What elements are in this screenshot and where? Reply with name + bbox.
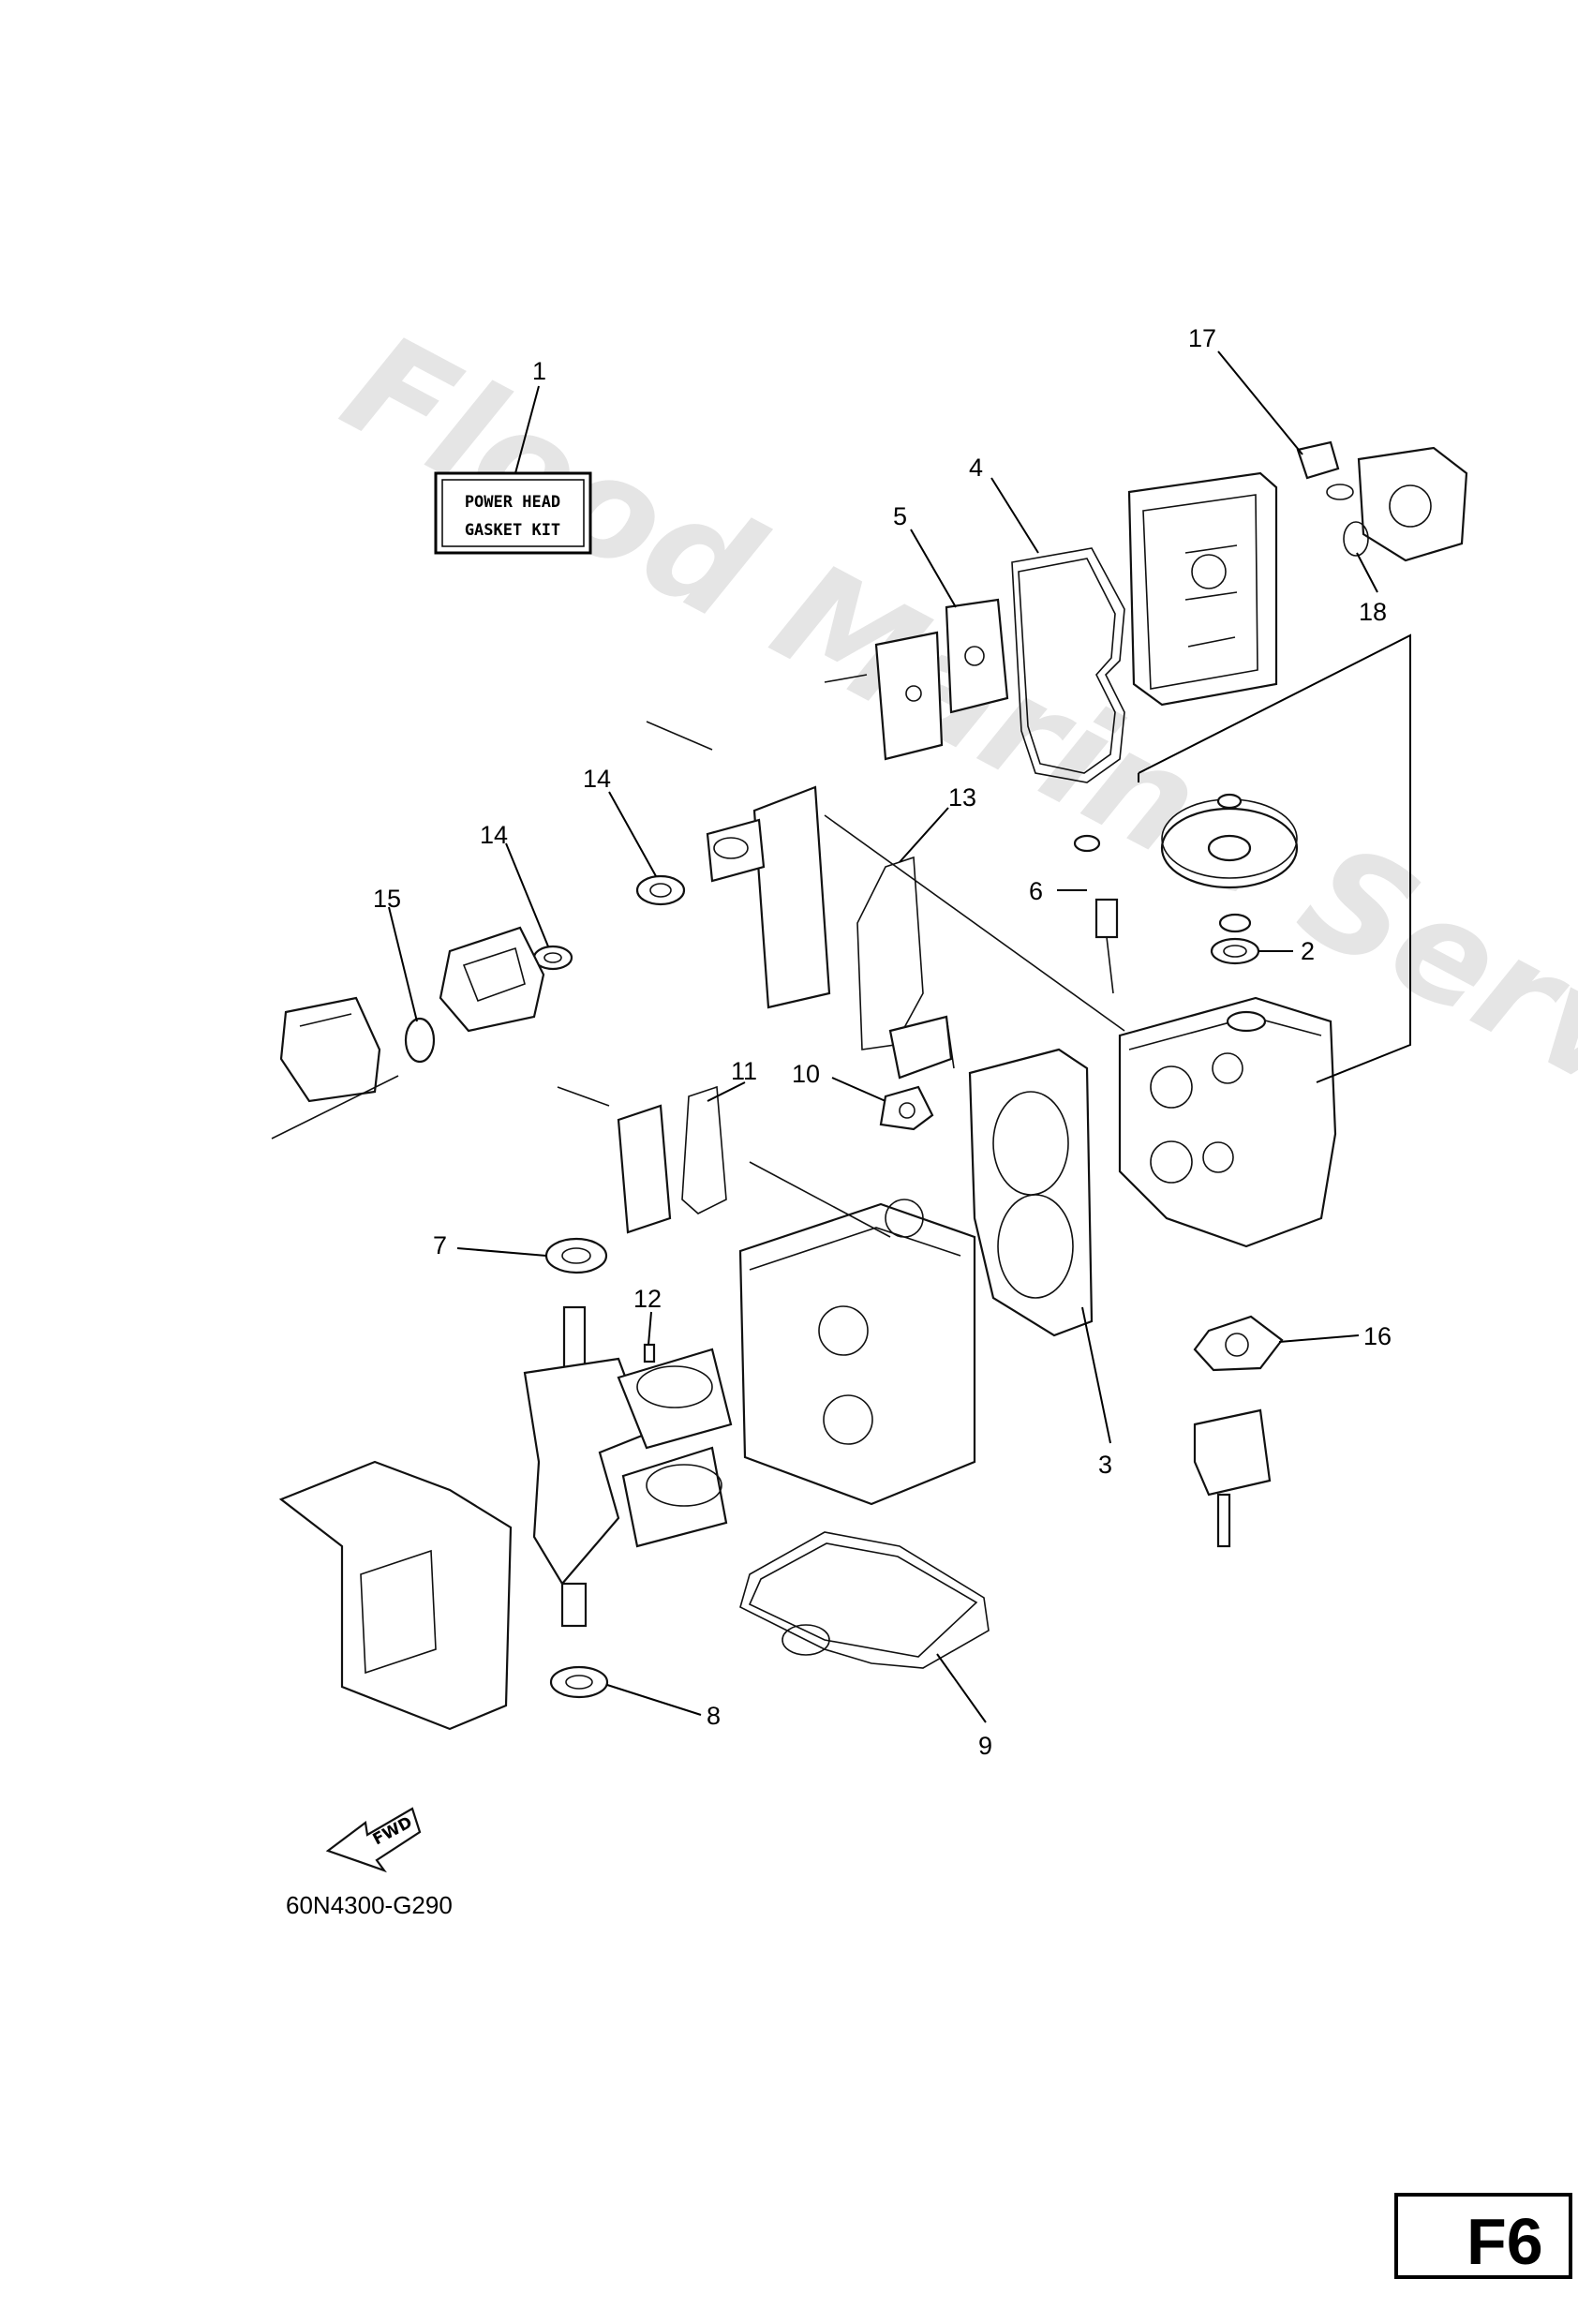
crankcase	[738, 1199, 976, 1506]
carburetor	[439, 926, 545, 1033]
carburetor-gasket-upper	[635, 874, 686, 906]
callout-14b: 14	[480, 821, 508, 849]
callout-1: 1	[532, 357, 546, 385]
manifold-gasket	[856, 856, 924, 1050]
callout-16: 16	[1363, 1322, 1392, 1350]
callout-3: 3	[1098, 1451, 1112, 1479]
page-badge-text: F6	[1466, 2205, 1543, 2278]
intake-silencer	[271, 996, 399, 1140]
cylinder-block	[1118, 996, 1337, 1248]
diagram-reference-code: 60N4300-G290	[286, 1891, 453, 1919]
callout-17: 17	[1188, 324, 1216, 352]
callout-12: 12	[633, 1285, 662, 1313]
oil-seal-7	[544, 1237, 608, 1274]
callout-15: 15	[373, 885, 401, 913]
exhaust-cover	[617, 1104, 672, 1234]
exhaust-cover-gasket	[681, 1085, 727, 1214]
callout-14a: 14	[583, 765, 611, 793]
callout-9: 9	[978, 1732, 992, 1760]
cylinder-head-cover	[1127, 471, 1278, 707]
thermostat-gasket	[1193, 1315, 1284, 1372]
callout-13: 13	[948, 783, 976, 812]
base-gasket	[739, 1531, 990, 1669]
cylinder-head-gasket	[968, 1048, 1094, 1337]
exhaust-cover-plate	[874, 598, 1009, 761]
dowel-pin	[643, 1343, 656, 1363]
callout-leaders	[388, 350, 1378, 1723]
relief-valve	[1073, 834, 1119, 994]
callout-18: 18	[1359, 598, 1387, 626]
callout-8: 8	[707, 1702, 721, 1730]
flywheel-pulley	[1160, 793, 1299, 933]
callout-7: 7	[433, 1231, 447, 1259]
callout-4: 4	[969, 454, 983, 482]
intake-manifold	[706, 785, 831, 1009]
callout-6: 6	[1029, 877, 1043, 905]
page-badge-box: F6	[1394, 2193, 1572, 2279]
callout-10: 10	[792, 1060, 820, 1088]
assembly-bracket-lines	[749, 633, 1411, 1238]
callout-labels: 1 2 3 4 5 6 7 8 9 10 11 12 13 14 14 15 1…	[373, 324, 1392, 1760]
callout-11: 11	[731, 1057, 757, 1085]
crankshaft-assembly	[523, 1305, 733, 1628]
forward-direction-arrow: FWD	[325, 1807, 422, 1873]
lower-housing	[1193, 1408, 1272, 1548]
crankcase-cover	[278, 1460, 513, 1731]
power-head-gasket-kit-label: POWER HEAD GASKET KIT	[434, 471, 592, 555]
water-passage-gasket	[879, 1015, 953, 1131]
oil-seal-8	[549, 1665, 609, 1699]
kit-label-line1: POWER HEAD	[465, 493, 560, 512]
head-cover-gasket	[1011, 547, 1125, 783]
intake-o-ring	[404, 1017, 436, 1064]
callout-2: 2	[1301, 937, 1315, 965]
oil-seal-upper	[1210, 937, 1260, 965]
thermostat-cover	[1296, 440, 1468, 562]
callout-5: 5	[893, 502, 907, 530]
kit-label-line2: GASKET KIT	[465, 521, 560, 540]
